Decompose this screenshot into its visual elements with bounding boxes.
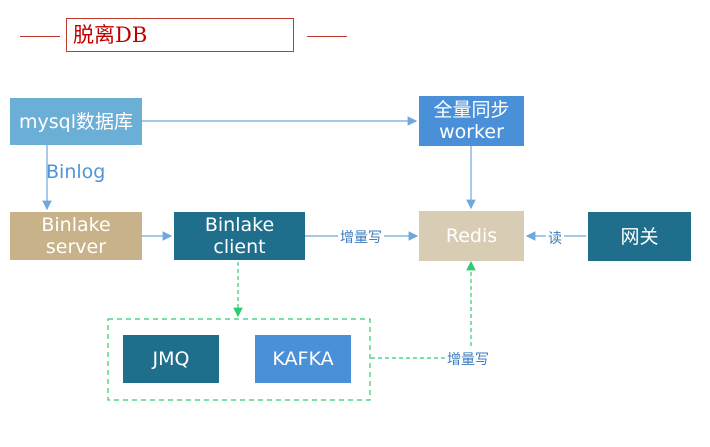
mq-group-box — [107, 318, 371, 401]
edge-label-incremental-write-2: 增量写 — [445, 349, 491, 369]
edge-label-binlog: Binlog — [46, 161, 106, 183]
edge-label-incremental-write-1: 增量写 — [338, 227, 384, 247]
node-binlake-client: Binlake client — [174, 212, 305, 260]
node-mysql: mysql数据库 — [10, 98, 142, 145]
edge-mq-to-redis — [371, 260, 476, 359]
node-binlake-server: Binlake server — [10, 212, 142, 260]
node-gateway: 网关 — [588, 212, 691, 261]
slide-title: 脱离DB — [66, 18, 294, 52]
node-full-sync-worker: 全量同步 worker — [419, 96, 524, 146]
node-kafka: KAFKA — [255, 335, 351, 383]
node-redis: Redis — [419, 211, 524, 261]
edge-label-read: 读 — [546, 228, 564, 248]
title-left-line — [20, 36, 60, 37]
title-right-line — [307, 36, 347, 37]
node-jmq: JMQ — [123, 335, 219, 383]
